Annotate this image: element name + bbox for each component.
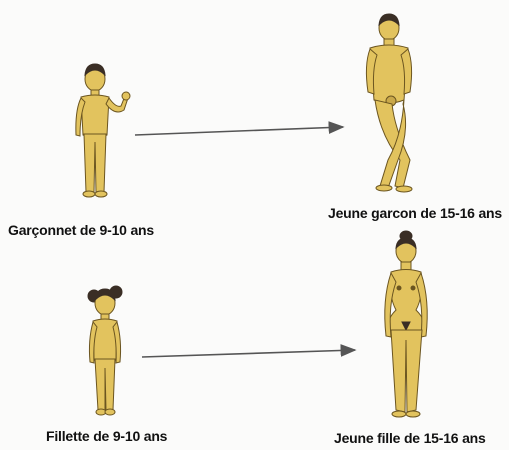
- caption-girl-teen: Jeune fille de 15-16 ans: [334, 430, 486, 446]
- child-boy-figure: [76, 64, 130, 197]
- teen-boy-figure: [366, 14, 412, 192]
- caption-boy-teen: Jeune garcon de 15-16 ans: [328, 205, 502, 221]
- growth-arrow-icon: [135, 127, 343, 135]
- teen-girl-figure: [385, 231, 427, 417]
- growth-arrow-icon: [142, 350, 355, 357]
- child-girl-figure: [88, 286, 122, 415]
- caption-girl-child: Fillette de 9-10 ans: [46, 428, 167, 444]
- caption-boy-child: Garçonnet de 9-10 ans: [8, 222, 154, 238]
